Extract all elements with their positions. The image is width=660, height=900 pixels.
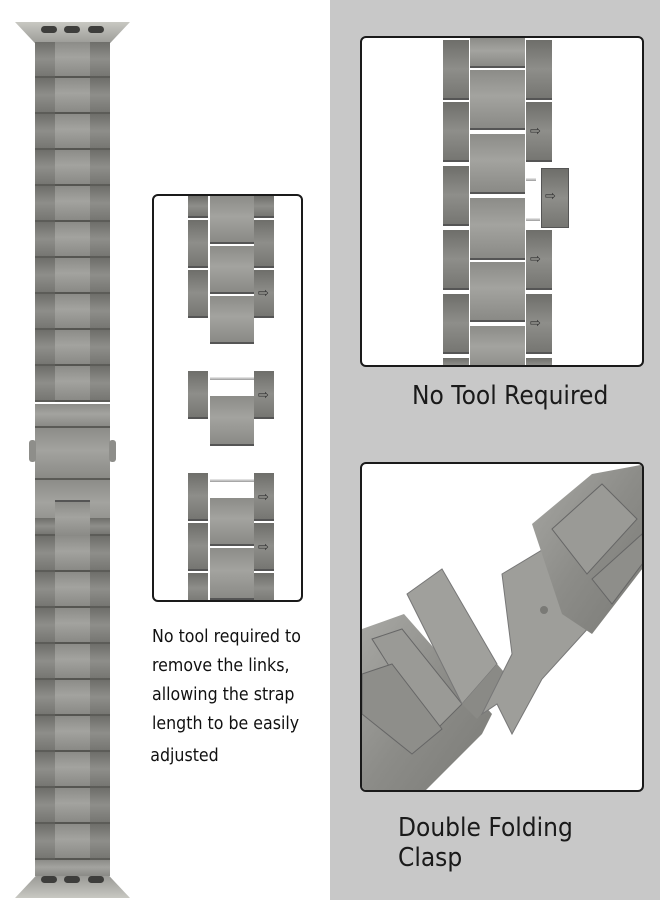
link-side xyxy=(188,523,208,571)
lug-slot xyxy=(41,26,57,33)
link-side xyxy=(254,270,274,318)
description-line: remove the links, xyxy=(152,655,290,676)
link-center xyxy=(470,70,525,130)
link-side xyxy=(188,196,208,218)
no-tool-caption: No Tool Required xyxy=(412,381,609,411)
clasp-main-plate xyxy=(35,428,110,480)
description-line: No tool required to xyxy=(152,626,301,647)
link-side xyxy=(188,220,208,268)
link-pin xyxy=(526,218,540,221)
arrow-icon: ⇨ xyxy=(258,540,269,555)
link-side xyxy=(443,230,469,290)
link-side xyxy=(188,573,208,600)
link-side xyxy=(443,40,469,100)
link-side xyxy=(443,358,469,365)
lug-slot xyxy=(64,876,80,883)
link-center xyxy=(210,296,254,344)
arrow-icon: ⇨ xyxy=(530,124,541,139)
lug-slot xyxy=(41,876,57,883)
link-side xyxy=(254,523,274,571)
description-line: adjusted xyxy=(150,745,219,766)
link-side xyxy=(526,294,552,354)
link-center xyxy=(470,38,525,68)
link-side xyxy=(443,294,469,354)
link-removal-description: No tool required to remove the links, al… xyxy=(150,622,306,770)
arrow-icon: ⇨ xyxy=(545,189,556,204)
link-pin xyxy=(526,178,536,181)
link-center xyxy=(470,134,525,194)
link-pin xyxy=(210,479,254,482)
description-line: length to be easily xyxy=(152,713,300,734)
link-center xyxy=(470,326,525,365)
left-section: ⇨ ⇨ ⇨ ⇨ No tool required to remove the l… xyxy=(15,22,306,898)
link-side xyxy=(254,196,274,218)
top-lug-connector xyxy=(15,22,130,44)
link-side xyxy=(526,230,552,290)
link-center xyxy=(210,396,254,446)
link-side xyxy=(188,371,208,419)
link-side xyxy=(254,371,274,419)
description-line: allowing the strap xyxy=(152,684,295,705)
link-center xyxy=(210,498,254,546)
link-side xyxy=(526,102,552,162)
link-center xyxy=(210,246,254,294)
folding-clasp-caption: Double Folding Clasp xyxy=(398,813,573,873)
link-side xyxy=(526,358,552,365)
link-side xyxy=(254,573,274,600)
link-center xyxy=(210,196,254,244)
link-side xyxy=(254,220,274,268)
lug-body-bottom xyxy=(35,860,110,876)
clasp-release-button-right xyxy=(109,440,116,462)
clasp-illustration xyxy=(362,464,642,790)
link-side xyxy=(526,40,552,100)
lug-slot xyxy=(64,26,80,33)
removed-link xyxy=(541,168,569,228)
link-side xyxy=(443,102,469,162)
link-side xyxy=(443,166,469,226)
folding-clasp-photo xyxy=(360,462,644,792)
link-center xyxy=(470,198,525,260)
no-tool-diagram: ⇨ ⇨ ⇨ ⇨ xyxy=(360,36,644,367)
clasp-upper-plate xyxy=(35,404,110,428)
link-side xyxy=(254,473,274,521)
link-side xyxy=(188,473,208,521)
clasp-release-button-left xyxy=(29,440,36,462)
arrow-icon: ⇨ xyxy=(258,388,269,403)
arrow-icon: ⇨ xyxy=(530,316,541,331)
arrow-icon: ⇨ xyxy=(530,252,541,267)
right-section: ⇨ ⇨ ⇨ ⇨ No Tool Required xyxy=(330,0,660,900)
bottom-lug-connector xyxy=(15,876,130,898)
link-removal-diagram: ⇨ ⇨ ⇨ ⇨ xyxy=(152,194,303,602)
link-pin xyxy=(210,377,254,380)
link-center xyxy=(210,548,254,600)
arrow-icon: ⇨ xyxy=(258,490,269,505)
lug-slot xyxy=(88,876,104,883)
link-center xyxy=(470,262,525,322)
arrow-icon: ⇨ xyxy=(258,286,269,301)
lug-slot xyxy=(88,26,104,33)
link-side xyxy=(188,270,208,318)
